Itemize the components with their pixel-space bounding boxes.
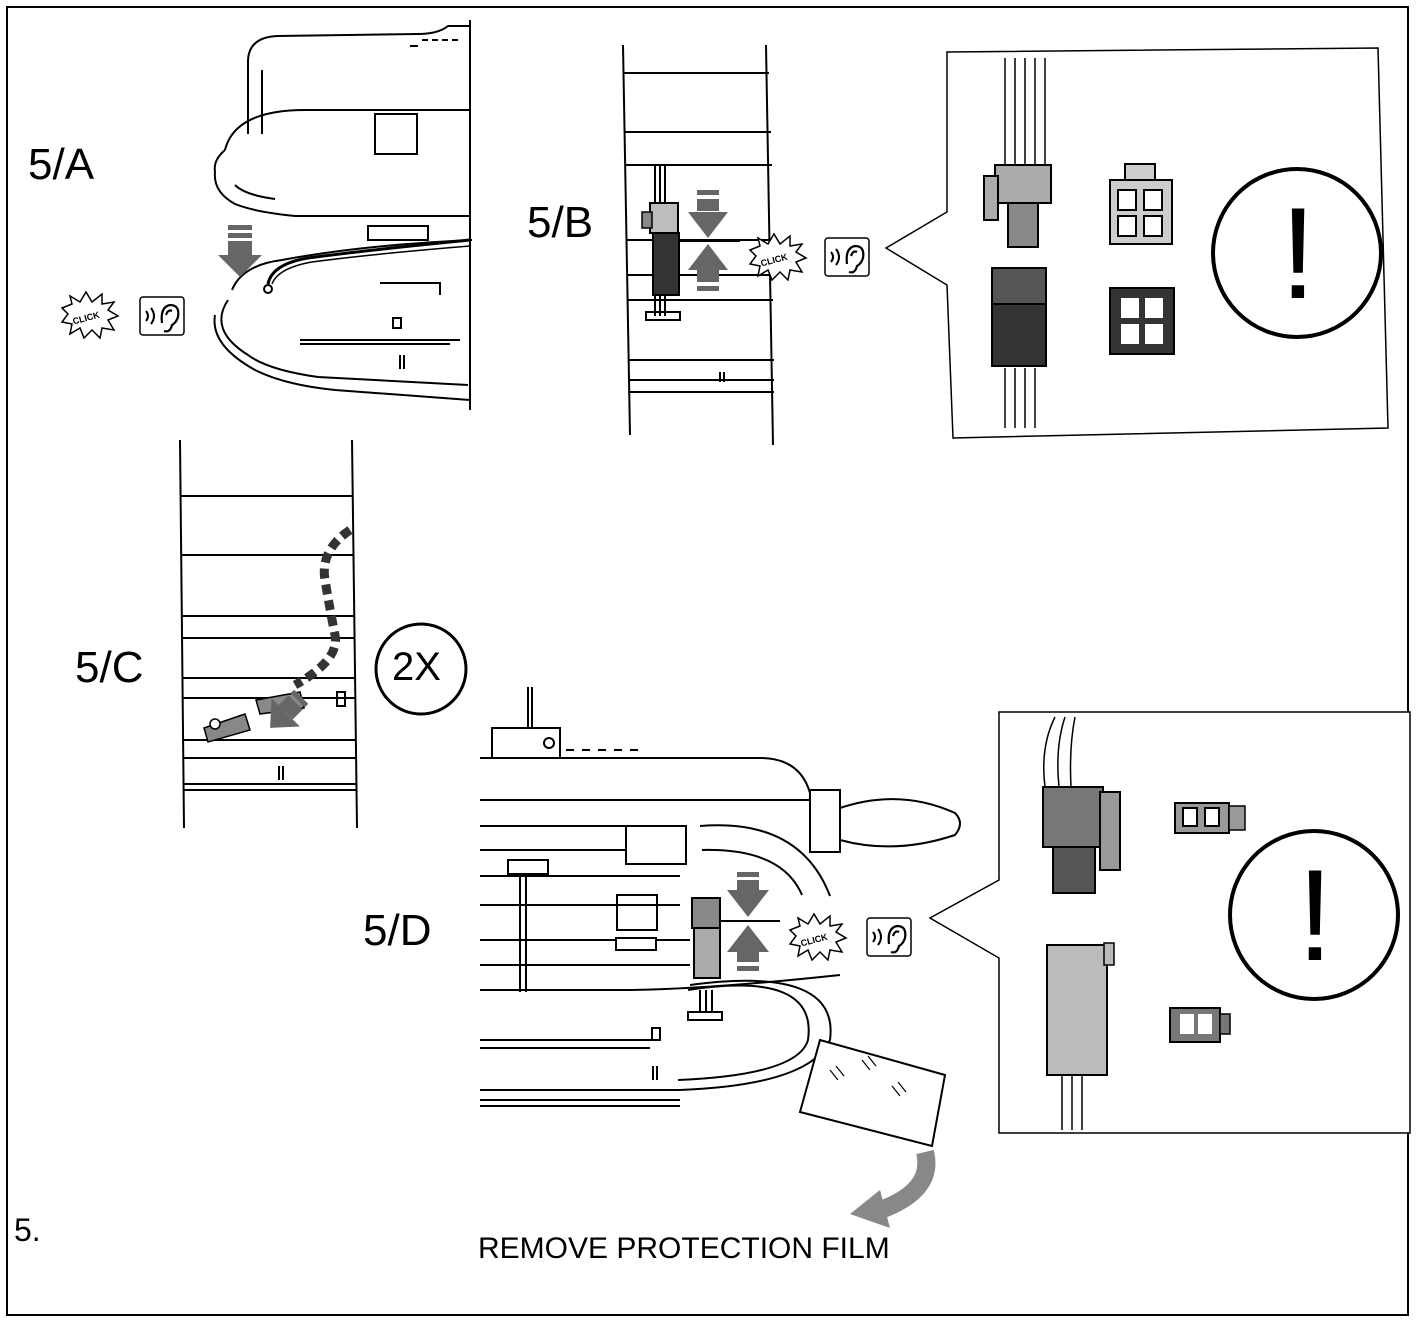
- ear-sound-icon: [823, 236, 871, 278]
- callout-5d: [928, 711, 1411, 1134]
- caption-remove-film: REMOVE PROTECTION FILM: [478, 1232, 890, 1265]
- ear-sound-icon: [865, 916, 913, 958]
- step-label-5d: 5/D: [363, 906, 432, 955]
- warning-icon: [1228, 829, 1400, 1001]
- warning-icon: [1211, 167, 1383, 339]
- step-label-5a: 5/A: [28, 140, 95, 189]
- step-5a-illustration: [213, 20, 473, 410]
- step-label-5b: 5/B: [527, 198, 594, 247]
- step-5b-illustration: [622, 44, 774, 446]
- click-burst-icon: [749, 233, 807, 281]
- protection-film: [798, 1038, 947, 1148]
- click-burst-icon: [789, 913, 847, 961]
- section-number: 5.: [14, 1212, 41, 1248]
- curved-arrow-icon: [850, 1149, 936, 1228]
- warning-mark-5b: !: [1280, 180, 1317, 326]
- down-arrow-icon: [270, 689, 309, 728]
- multiplier-label: 2X: [392, 645, 441, 689]
- step-label-5c: 5/C: [75, 643, 144, 692]
- click-burst-icon: [61, 291, 119, 339]
- step-5c-illustration: [179, 439, 358, 829]
- ear-sound-icon: [138, 295, 186, 337]
- diagram-frame: [6, 6, 1409, 1316]
- squeeze-arrows: [720, 872, 780, 971]
- connector-detail-5b: [1004, 58, 1046, 428]
- squeeze-arrows: [680, 190, 740, 291]
- warning-mark-5d: !: [1297, 842, 1334, 988]
- down-arrow-icon: [218, 225, 262, 277]
- multiplier-circle: [374, 622, 468, 716]
- step-5d-illustration: [480, 687, 961, 1107]
